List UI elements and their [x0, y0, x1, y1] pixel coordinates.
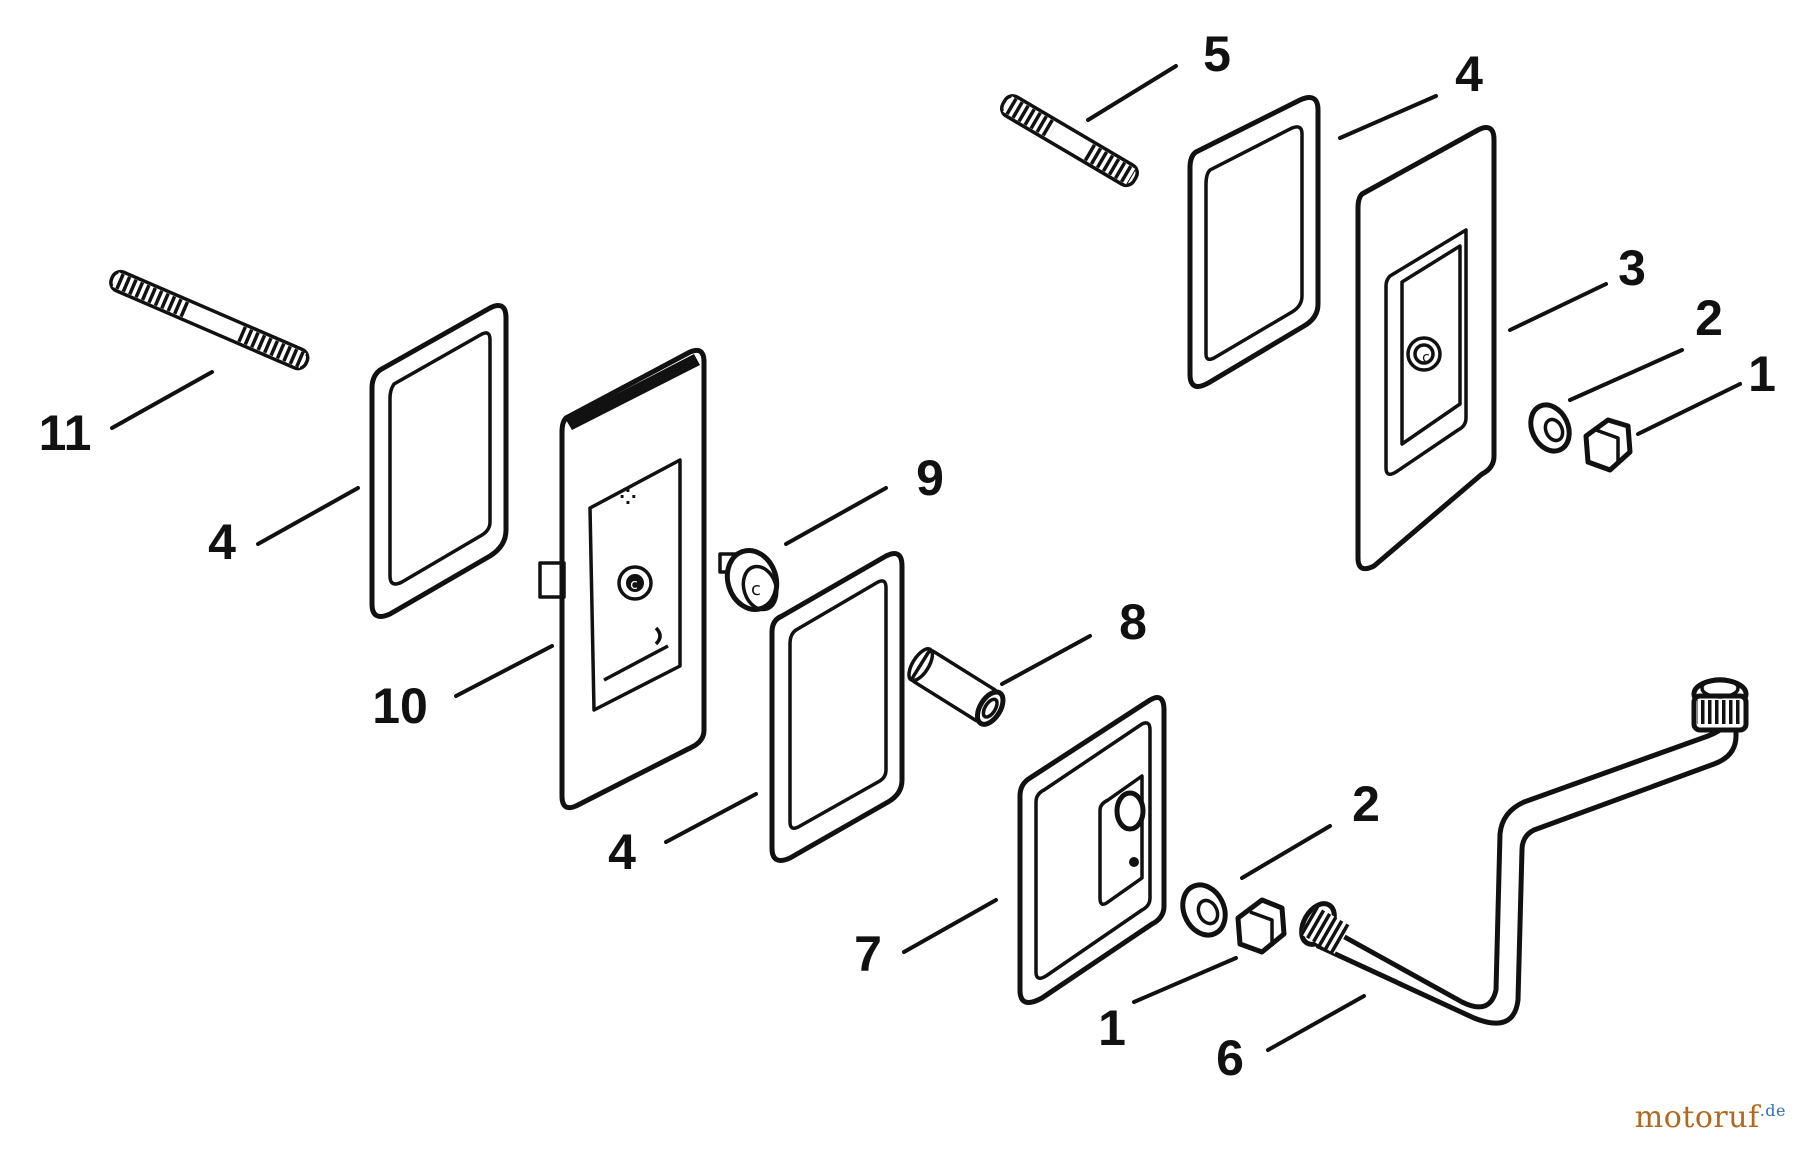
part-2-washer-bottom — [1180, 882, 1228, 938]
part-1-nut-top — [1583, 417, 1633, 473]
part-4-gasket-mid — [769, 551, 905, 863]
part-4-gasket-top — [1187, 95, 1321, 389]
part-8-sleeve — [907, 647, 1006, 727]
svg-text:⁘: ⁘ — [615, 481, 640, 516]
label-7: 7 — [854, 926, 882, 982]
part-10-plate: ⁘ c — [538, 347, 707, 811]
label-4-top: 4 — [1455, 46, 1483, 102]
label-6: 6 — [1216, 1030, 1244, 1086]
watermark-tld: .de — [1759, 1101, 1786, 1120]
part-6-pipe — [1299, 677, 1749, 1026]
label-2-top: 2 — [1695, 290, 1723, 346]
label-2-bottom: 2 — [1352, 776, 1380, 832]
part-2-washer-top — [1528, 402, 1572, 454]
part-3-plate: c — [1355, 125, 1497, 572]
label-9: 9 — [916, 450, 944, 506]
part-4-gasket-left — [369, 303, 509, 619]
part-9-plug: c — [718, 548, 780, 612]
label-8: 8 — [1119, 594, 1147, 650]
svg-text:c: c — [1422, 350, 1430, 366]
part-1-nut-bottom — [1235, 897, 1287, 955]
part-5-stud — [999, 94, 1139, 188]
label-4-left: 4 — [208, 514, 236, 570]
label-4-mid: 4 — [608, 824, 636, 880]
leader-lines — [110, 64, 1742, 1052]
label-3: 3 — [1618, 240, 1646, 296]
part-7-cover — [1017, 695, 1167, 1005]
part-labels: 1 2 3 4 5 11 4 9 10 8 4 2 7 1 6 — [39, 26, 1776, 1086]
label-5: 5 — [1203, 26, 1231, 82]
part-11-stud — [109, 269, 310, 371]
label-11: 11 — [39, 405, 92, 461]
label-1-bottom: 1 — [1098, 1000, 1126, 1056]
watermark-main: motoruf — [1634, 1100, 1760, 1135]
svg-text:c: c — [630, 577, 638, 593]
svg-text:c: c — [751, 579, 761, 600]
watermark-logo: motoruf.de — [1635, 1100, 1786, 1135]
label-10: 10 — [372, 678, 428, 734]
label-1-top: 1 — [1748, 346, 1776, 402]
